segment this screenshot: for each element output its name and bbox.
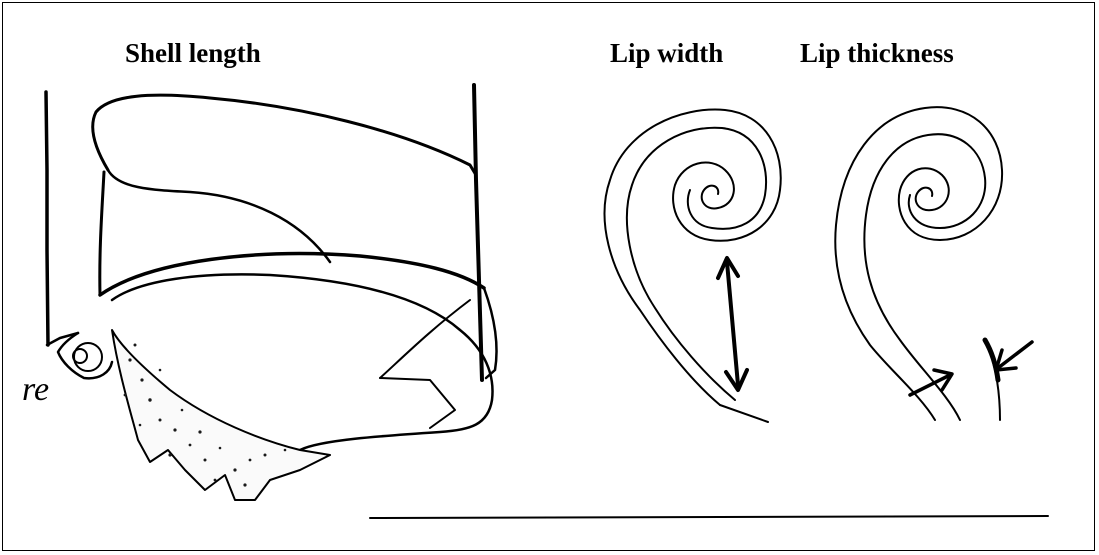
- shell-lip: [380, 378, 455, 428]
- lip-thickness-spiral: [835, 107, 1002, 420]
- shell-spire-outline: [93, 95, 476, 175]
- right-caliper-line: [474, 85, 482, 380]
- shell-drawing: [46, 85, 497, 500]
- lip-width-spiral: [605, 110, 781, 422]
- partial-label-text: re: [22, 371, 49, 408]
- scale-bar: [370, 516, 1048, 518]
- lip-width-arrow: [718, 258, 747, 390]
- left-caliper-line: [46, 92, 48, 345]
- lip-thickness-arrows: [910, 342, 1032, 395]
- body-whorl-suture: [100, 254, 484, 295]
- stippled-flare: [112, 330, 330, 500]
